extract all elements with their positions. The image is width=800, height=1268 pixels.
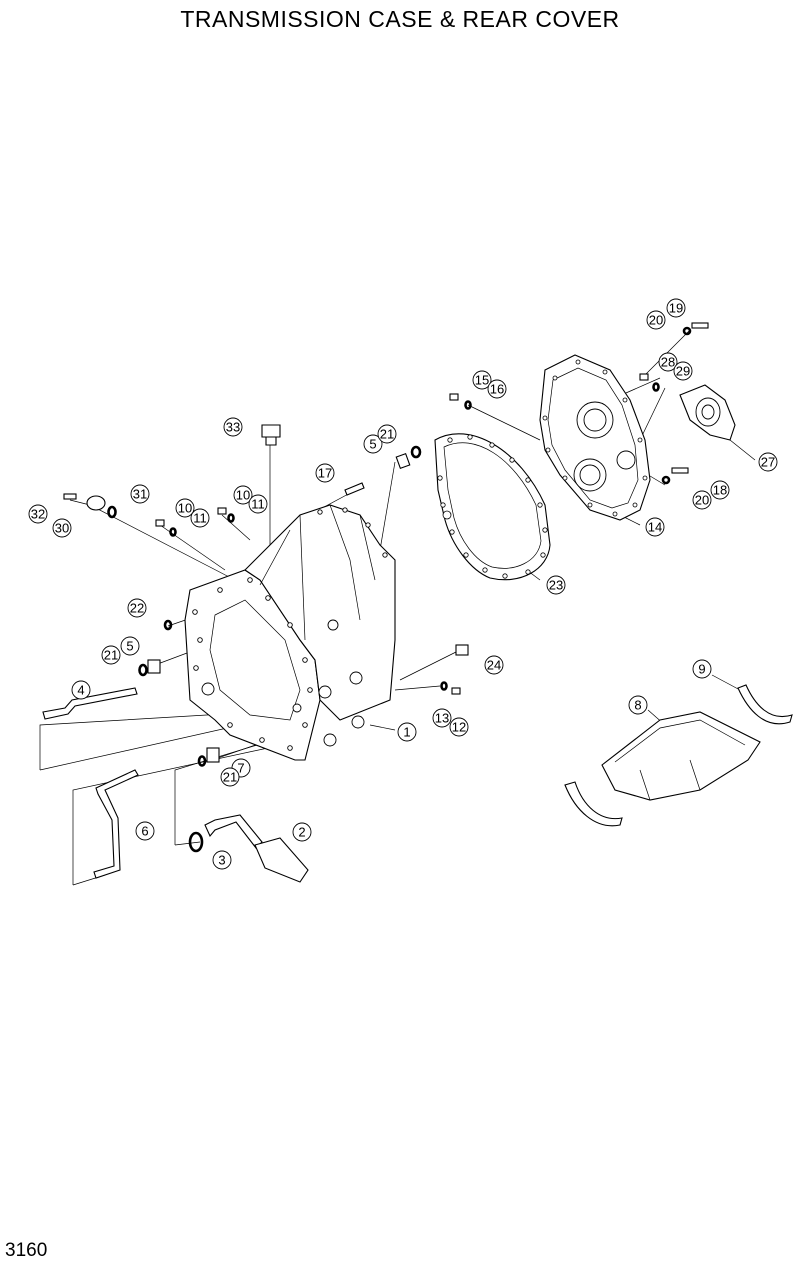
callout-27: 27 bbox=[758, 452, 778, 472]
callout-3: 3 bbox=[212, 850, 232, 870]
svg-text:14: 14 bbox=[648, 520, 662, 535]
callout-5a: 5 bbox=[363, 434, 383, 454]
page-number: 3160 bbox=[5, 1240, 48, 1261]
callout-13: 13 bbox=[432, 708, 452, 728]
svg-text:3: 3 bbox=[218, 853, 225, 868]
svg-text:21: 21 bbox=[380, 427, 394, 442]
callout-8: 8 bbox=[628, 695, 648, 715]
bearing-shims bbox=[564, 684, 793, 827]
callout-20b: 20 bbox=[692, 490, 712, 510]
svg-text:32: 32 bbox=[31, 507, 45, 522]
svg-text:23: 23 bbox=[549, 578, 563, 593]
callout-28: 28 bbox=[658, 352, 678, 372]
callout-21a: 21 bbox=[377, 424, 397, 444]
callout-4: 4 bbox=[71, 680, 91, 700]
callout-10a: 10 bbox=[175, 498, 195, 518]
svg-text:16: 16 bbox=[490, 382, 504, 397]
callout-14: 14 bbox=[645, 517, 665, 537]
svg-text:15: 15 bbox=[475, 373, 489, 388]
hardware bbox=[63, 322, 709, 853]
cover-plate bbox=[679, 384, 736, 441]
callout-5b: 5 bbox=[120, 636, 140, 656]
svg-text:5: 5 bbox=[369, 437, 376, 452]
callout-6: 6 bbox=[135, 821, 155, 841]
svg-text:24: 24 bbox=[487, 658, 501, 673]
callout-29: 29 bbox=[673, 361, 693, 381]
svg-text:9: 9 bbox=[698, 662, 705, 677]
svg-text:33: 33 bbox=[226, 420, 240, 435]
callout-1: 1 bbox=[397, 722, 417, 742]
svg-text:11: 11 bbox=[193, 511, 207, 526]
callout-21c: 21 bbox=[220, 767, 240, 787]
svg-text:22: 22 bbox=[130, 601, 144, 616]
callouts: 1 2 3 4 5 5 6 7 8 9 10 10 11 11 12 13 14… bbox=[28, 298, 778, 870]
callout-12: 12 bbox=[449, 717, 469, 737]
callout-11a: 11 bbox=[190, 508, 210, 528]
callout-16: 16 bbox=[487, 379, 507, 399]
svg-text:10: 10 bbox=[236, 488, 250, 503]
svg-text:28: 28 bbox=[661, 355, 675, 370]
svg-text:21: 21 bbox=[104, 648, 118, 663]
callout-30: 30 bbox=[52, 518, 72, 538]
svg-text:20: 20 bbox=[649, 313, 663, 328]
svg-text:8: 8 bbox=[634, 698, 641, 713]
svg-text:4: 4 bbox=[77, 683, 84, 698]
callout-22: 22 bbox=[127, 598, 147, 618]
svg-text:5: 5 bbox=[126, 639, 133, 654]
svg-text:30: 30 bbox=[55, 521, 69, 536]
svg-text:6: 6 bbox=[141, 824, 148, 839]
svg-text:17: 17 bbox=[318, 466, 332, 481]
svg-text:21: 21 bbox=[223, 770, 237, 785]
svg-text:12: 12 bbox=[452, 720, 466, 735]
callout-32: 32 bbox=[28, 504, 48, 524]
callout-10b: 10 bbox=[233, 485, 253, 505]
callout-17: 17 bbox=[315, 463, 335, 483]
callout-33: 33 bbox=[223, 417, 243, 437]
callout-18: 18 bbox=[710, 480, 730, 500]
callout-31: 31 bbox=[130, 484, 150, 504]
svg-text:27: 27 bbox=[761, 455, 775, 470]
tubes bbox=[42, 687, 309, 883]
svg-text:29: 29 bbox=[676, 364, 690, 379]
callout-11b: 11 bbox=[248, 494, 268, 514]
callout-19: 19 bbox=[666, 298, 686, 318]
callout-20a: 20 bbox=[646, 310, 666, 330]
svg-text:11: 11 bbox=[251, 497, 265, 512]
svg-text:10: 10 bbox=[178, 501, 192, 516]
svg-text:2: 2 bbox=[298, 825, 305, 840]
callout-21b: 21 bbox=[101, 645, 121, 665]
leader-lines bbox=[39, 329, 756, 886]
gasket bbox=[434, 433, 551, 581]
callout-24: 24 bbox=[484, 655, 504, 675]
callout-15: 15 bbox=[472, 370, 492, 390]
transmission-case bbox=[184, 504, 396, 761]
svg-text:19: 19 bbox=[669, 301, 683, 316]
svg-text:7: 7 bbox=[237, 761, 244, 776]
svg-text:31: 31 bbox=[133, 487, 147, 502]
callout-9: 9 bbox=[692, 659, 712, 679]
svg-text:1: 1 bbox=[403, 725, 410, 740]
rear-cover bbox=[539, 354, 651, 521]
callout-23: 23 bbox=[546, 575, 566, 595]
callout-2: 2 bbox=[292, 822, 312, 842]
diagram-title: TRANSMISSION CASE & REAR COVER bbox=[180, 6, 620, 32]
svg-text:20: 20 bbox=[695, 493, 709, 508]
svg-text:18: 18 bbox=[713, 483, 727, 498]
svg-text:13: 13 bbox=[435, 711, 449, 726]
